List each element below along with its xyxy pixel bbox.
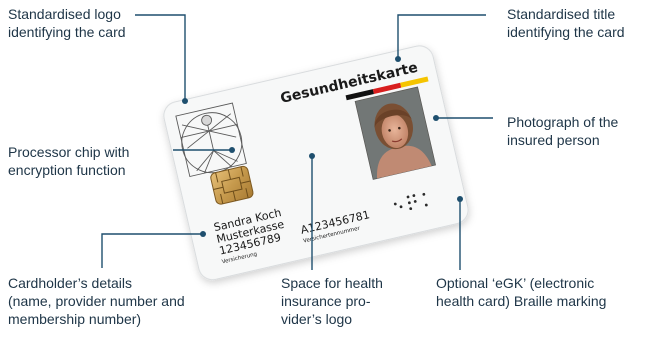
processor-chip-icon	[210, 165, 254, 205]
leader-line-cardholder	[101, 233, 203, 268]
leader-dot-provider-logo	[309, 153, 315, 159]
vitruvian-man-logo-icon	[175, 102, 247, 178]
leader-lines	[101, 14, 493, 270]
label-cardholder-details: Cardholder’s details (name, provider num…	[8, 275, 185, 327]
leader-dot-cardholder	[200, 231, 206, 237]
leader-line-title	[397, 14, 486, 59]
leader-dot-braille	[457, 196, 463, 202]
label-braille-marking: Optional ‘eGK’ (electronic health card) …	[436, 275, 607, 309]
leader-dot-chip	[229, 147, 235, 153]
label-standardised-title: Standardised title identifying the card	[507, 6, 625, 40]
flag-stripe-black	[345, 89, 374, 101]
flag-stripe-gold	[400, 76, 429, 88]
health-card: Gesundheitskarte Sandra Koch Musterkasse	[163, 45, 469, 281]
flag-stripe-red	[372, 82, 402, 94]
leader-dot-title	[395, 56, 401, 62]
leader-dot-photo	[433, 115, 439, 121]
label-photograph: Photograph of the insured person	[507, 114, 619, 148]
leader-dot-logo	[182, 98, 188, 104]
leader-endpoints	[182, 56, 463, 237]
label-processor-chip: Processor chip with encryption function	[8, 144, 130, 178]
label-provider-logo-space: Space for health insurance pro- vider’s …	[281, 275, 383, 327]
braille-marking-icon	[393, 192, 428, 211]
label-standardised-logo: Standardised logo identifying the card	[8, 6, 126, 40]
portrait-photo	[354, 86, 437, 180]
leader-line-logo	[135, 14, 186, 101]
